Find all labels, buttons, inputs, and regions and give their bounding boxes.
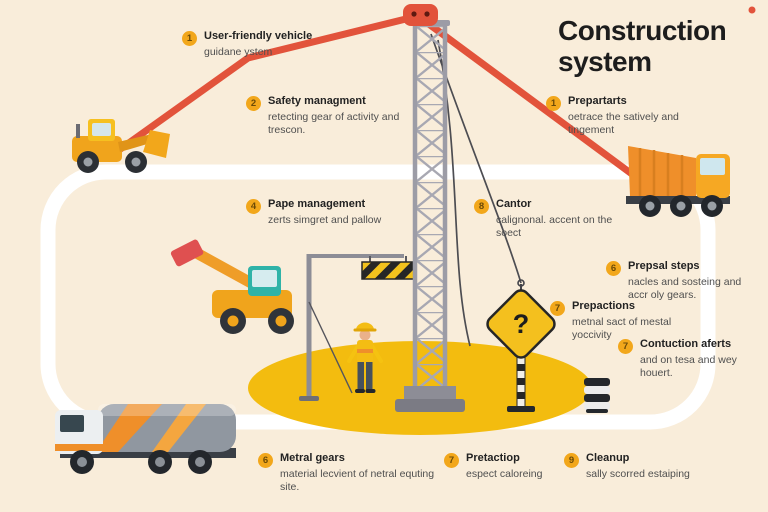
note-title: Prepartarts	[568, 95, 627, 107]
note-text: Prepsal steps nacles and sosteing and ac…	[628, 260, 758, 303]
question-diamond-sign: ?	[486, 279, 556, 412]
note-desc: retecting gear of activity and trescon.	[268, 110, 400, 137]
note-title: Safety managment	[268, 95, 366, 107]
note-text: Prepactions metnal sact of mestal yocciv…	[572, 300, 684, 343]
page-title-line1: Construction	[558, 15, 727, 46]
note-desc: guidane ystem	[204, 45, 273, 58]
note-title: Pape management	[268, 198, 366, 210]
crane-tower	[395, 20, 465, 412]
step-number-badge: 1	[182, 31, 197, 46]
note-desc: metnal sact of mestal yoccivity	[572, 315, 672, 342]
dump-truck	[626, 146, 730, 217]
note-title: Metral gears	[280, 452, 345, 464]
note-text: Cleanup sally scorred estaiping	[586, 452, 696, 481]
note-desc: oetrace the satively and tingement	[568, 110, 679, 137]
telehandler	[170, 239, 294, 334]
step-number-badge: 7	[550, 301, 565, 316]
note-title: User-friendly vehicle	[204, 30, 313, 42]
hazard-gantry	[299, 254, 415, 401]
note-pretactiop: 7 Pretactiop espect caloreing	[444, 452, 566, 481]
note-safety: 2 Safety managment retecting gear of act…	[246, 95, 408, 138]
corner-mark	[748, 6, 756, 14]
note-desc: nacles and sosteing and accr oly gears.	[628, 275, 742, 302]
note-prepsal: 6 Prepsal steps nacles and sosteing and …	[606, 260, 758, 303]
note-title: Prepactions	[572, 300, 635, 312]
route-apex-marker	[403, 4, 438, 26]
step-number-badge: 7	[444, 453, 459, 468]
note-desc: calignonal. accent on the soect	[496, 213, 613, 240]
note-title: Cleanup	[586, 452, 630, 464]
step-number-badge: 7	[618, 339, 633, 354]
note-text: User-friendly vehicle guidane ystem	[204, 30, 354, 59]
note-prepactions: 7 Prepactions metnal sact of mestal yocc…	[550, 300, 684, 343]
hazard-banner	[361, 261, 415, 280]
page-title: Construction system	[558, 15, 727, 78]
tanker-truck	[55, 404, 236, 474]
note-pape: 4 Pape management zerts simgret and pall…	[246, 198, 398, 227]
route-line	[108, 12, 644, 184]
note-cantor: 8 Cantor calignonal. accent on the soect	[474, 198, 616, 241]
page-title-line2: system	[558, 45, 652, 77]
note-text: Prepartarts oetrace the satively and tin…	[568, 95, 698, 138]
note-text: Safety managment retecting gear of activ…	[268, 95, 408, 138]
note-cleanup: 9 Cleanup sally scorred estaiping	[564, 452, 696, 481]
note-metral: 6 Metral gears material lecvient of netr…	[258, 452, 440, 495]
note-desc: espect caloreing	[466, 467, 543, 480]
step-number-badge: 1	[546, 96, 561, 111]
wheel-loader	[72, 119, 170, 173]
note-contuction: 7 Contuction aferts and on tesa and wey …	[618, 338, 765, 381]
note-user-friendly: 1 User-friendly vehicle guidane ystem	[182, 30, 354, 59]
note-prepartarts: 1 Prepartarts oetrace the satively and t…	[546, 95, 698, 138]
step-number-badge: 6	[258, 453, 273, 468]
note-desc: sally scorred estaiping	[586, 467, 690, 480]
note-text: Metral gears material lecvient of netral…	[280, 452, 440, 495]
step-number-badge: 8	[474, 199, 489, 214]
note-title: Contuction aferts	[640, 338, 732, 350]
question-mark-label: ?	[513, 309, 530, 339]
note-desc: and on tesa and wey houert.	[640, 353, 737, 380]
step-number-badge: 6	[606, 261, 621, 276]
construction-worker	[347, 322, 383, 393]
note-text: Pape management zerts simgret and pallow	[268, 198, 398, 227]
note-text: Cantor calignonal. accent on the soect	[496, 198, 616, 241]
note-desc: material lecvient of netral equting site…	[280, 467, 435, 494]
note-title: Pretactiop	[466, 452, 520, 464]
step-number-badge: 4	[246, 199, 261, 214]
step-number-badge: 9	[564, 453, 579, 468]
note-text: Pretactiop espect caloreing	[466, 452, 566, 481]
barrel-stack	[584, 378, 610, 413]
note-text: Contuction aferts and on tesa and wey ho…	[640, 338, 765, 381]
note-title: Cantor	[496, 198, 532, 210]
note-title: Prepsal steps	[628, 260, 700, 272]
note-desc: zerts simgret and pallow	[268, 213, 382, 226]
step-number-badge: 2	[246, 96, 261, 111]
